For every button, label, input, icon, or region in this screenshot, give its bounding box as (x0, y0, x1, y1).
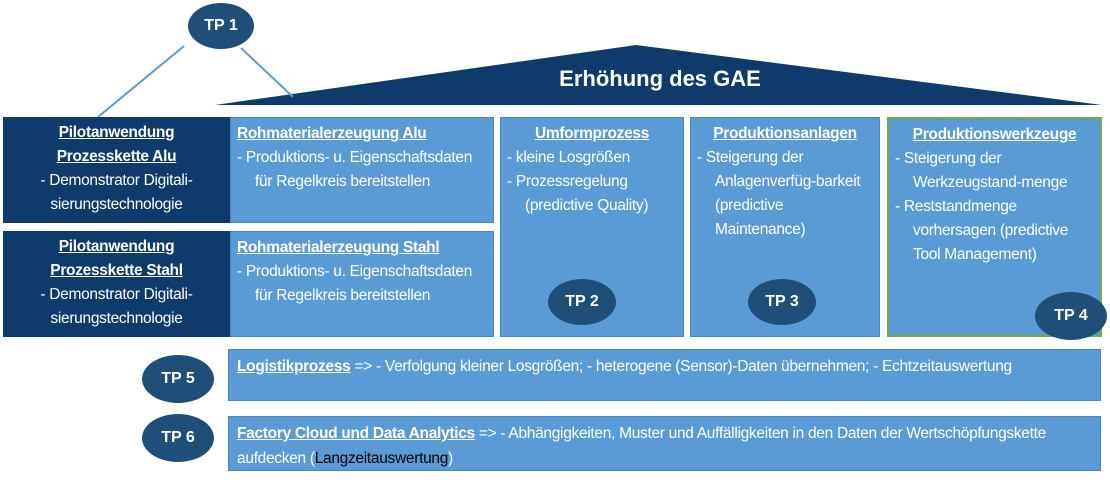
pilot-stahl-item: - Demonstrator Digitali-sierungstechnolo… (40, 286, 193, 327)
logistik-box: Logistikprozess => - Verfolgung kleiner … (228, 349, 1101, 401)
umform-item-2: - Prozessregelung (predictive Quality) (507, 173, 649, 214)
werkzeuge-item-1: - Steigerung der Werkzeugstand-menge (895, 150, 1068, 191)
rohmat-stahl-item: - Produktions- u. Eigenschaftsdaten für … (237, 263, 473, 304)
pilot-stahl-title-2: Prozesskette Stahl (50, 262, 183, 279)
anlagen-box: Produktionsanlagen - Steigerung der Anla… (690, 117, 880, 337)
umform-title: Umformprozess (534, 125, 650, 142)
tp1-badge: TP 1 (188, 3, 254, 49)
pilot-alu-item: - Demonstrator Digitali-sierungstechnolo… (40, 172, 193, 213)
tp1-connector-right (240, 47, 294, 98)
pilot-alu-title-1: Pilotanwendung (58, 124, 175, 141)
anlagen-item-1: - Steigerung der Anlagenverfüg-barkeit (… (697, 149, 861, 238)
cloud-title: Factory Cloud und Data Analytics (237, 425, 475, 442)
anlagen-title: Produktionsanlagen (713, 125, 857, 142)
pilot-stahl-box: Pilotanwendung Prozesskette Stahl - Demo… (3, 231, 230, 337)
tp1-connector-left (97, 45, 185, 118)
umform-item-1: - kleine Losgrößen (507, 149, 630, 166)
tp3-badge: TP 3 (748, 279, 816, 325)
tp4-badge: TP 4 (1035, 292, 1107, 340)
tp2-badge: TP 2 (548, 279, 616, 325)
rohmat-alu-box: Rohmaterialerzeugung Alu - Produktions- … (230, 117, 494, 223)
pilot-alu-title-2: Prozesskette Alu (56, 148, 177, 165)
rohmat-stahl-title: Rohmaterialerzeugung Stahl (237, 239, 440, 256)
pilot-stahl-title-1: Pilotanwendung (58, 238, 175, 255)
umform-box: Umformprozess - kleine Losgrößen - Proze… (500, 117, 684, 337)
logistik-text: => - Verfolgung kleiner Losgrößen; - het… (350, 358, 1013, 375)
rohmat-alu-title: Rohmaterialerzeugung Alu (237, 125, 427, 142)
tp6-badge: TP 6 (142, 414, 214, 462)
pilot-alu-box: Pilotanwendung Prozesskette Alu - Demons… (3, 117, 230, 223)
werkzeuge-item-2: - Reststandmenge vorhersagen (predictive… (895, 198, 1069, 263)
logistik-title: Logistikprozess (237, 358, 351, 375)
roof-triangle (215, 45, 1102, 105)
rohmat-alu-item: - Produktions- u. Eigenschaftsdaten für … (237, 149, 473, 190)
cloud-text: => - Abhängigkeiten, Muster und Auffälli… (237, 425, 1046, 467)
rohmat-stahl-box: Rohmaterialerzeugung Stahl - Produktions… (230, 231, 494, 337)
tp5-badge: TP 5 (142, 355, 214, 403)
roof-title: Erhöhung des GAE (559, 66, 761, 91)
cloud-highlight: Langzeitauswertung (314, 450, 449, 467)
cloud-box: Factory Cloud und Data Analytics => - Ab… (228, 416, 1101, 471)
werkzeuge-title: Produktionswerkzeuge (912, 126, 1077, 143)
cloud-text-end: ) (448, 450, 453, 467)
